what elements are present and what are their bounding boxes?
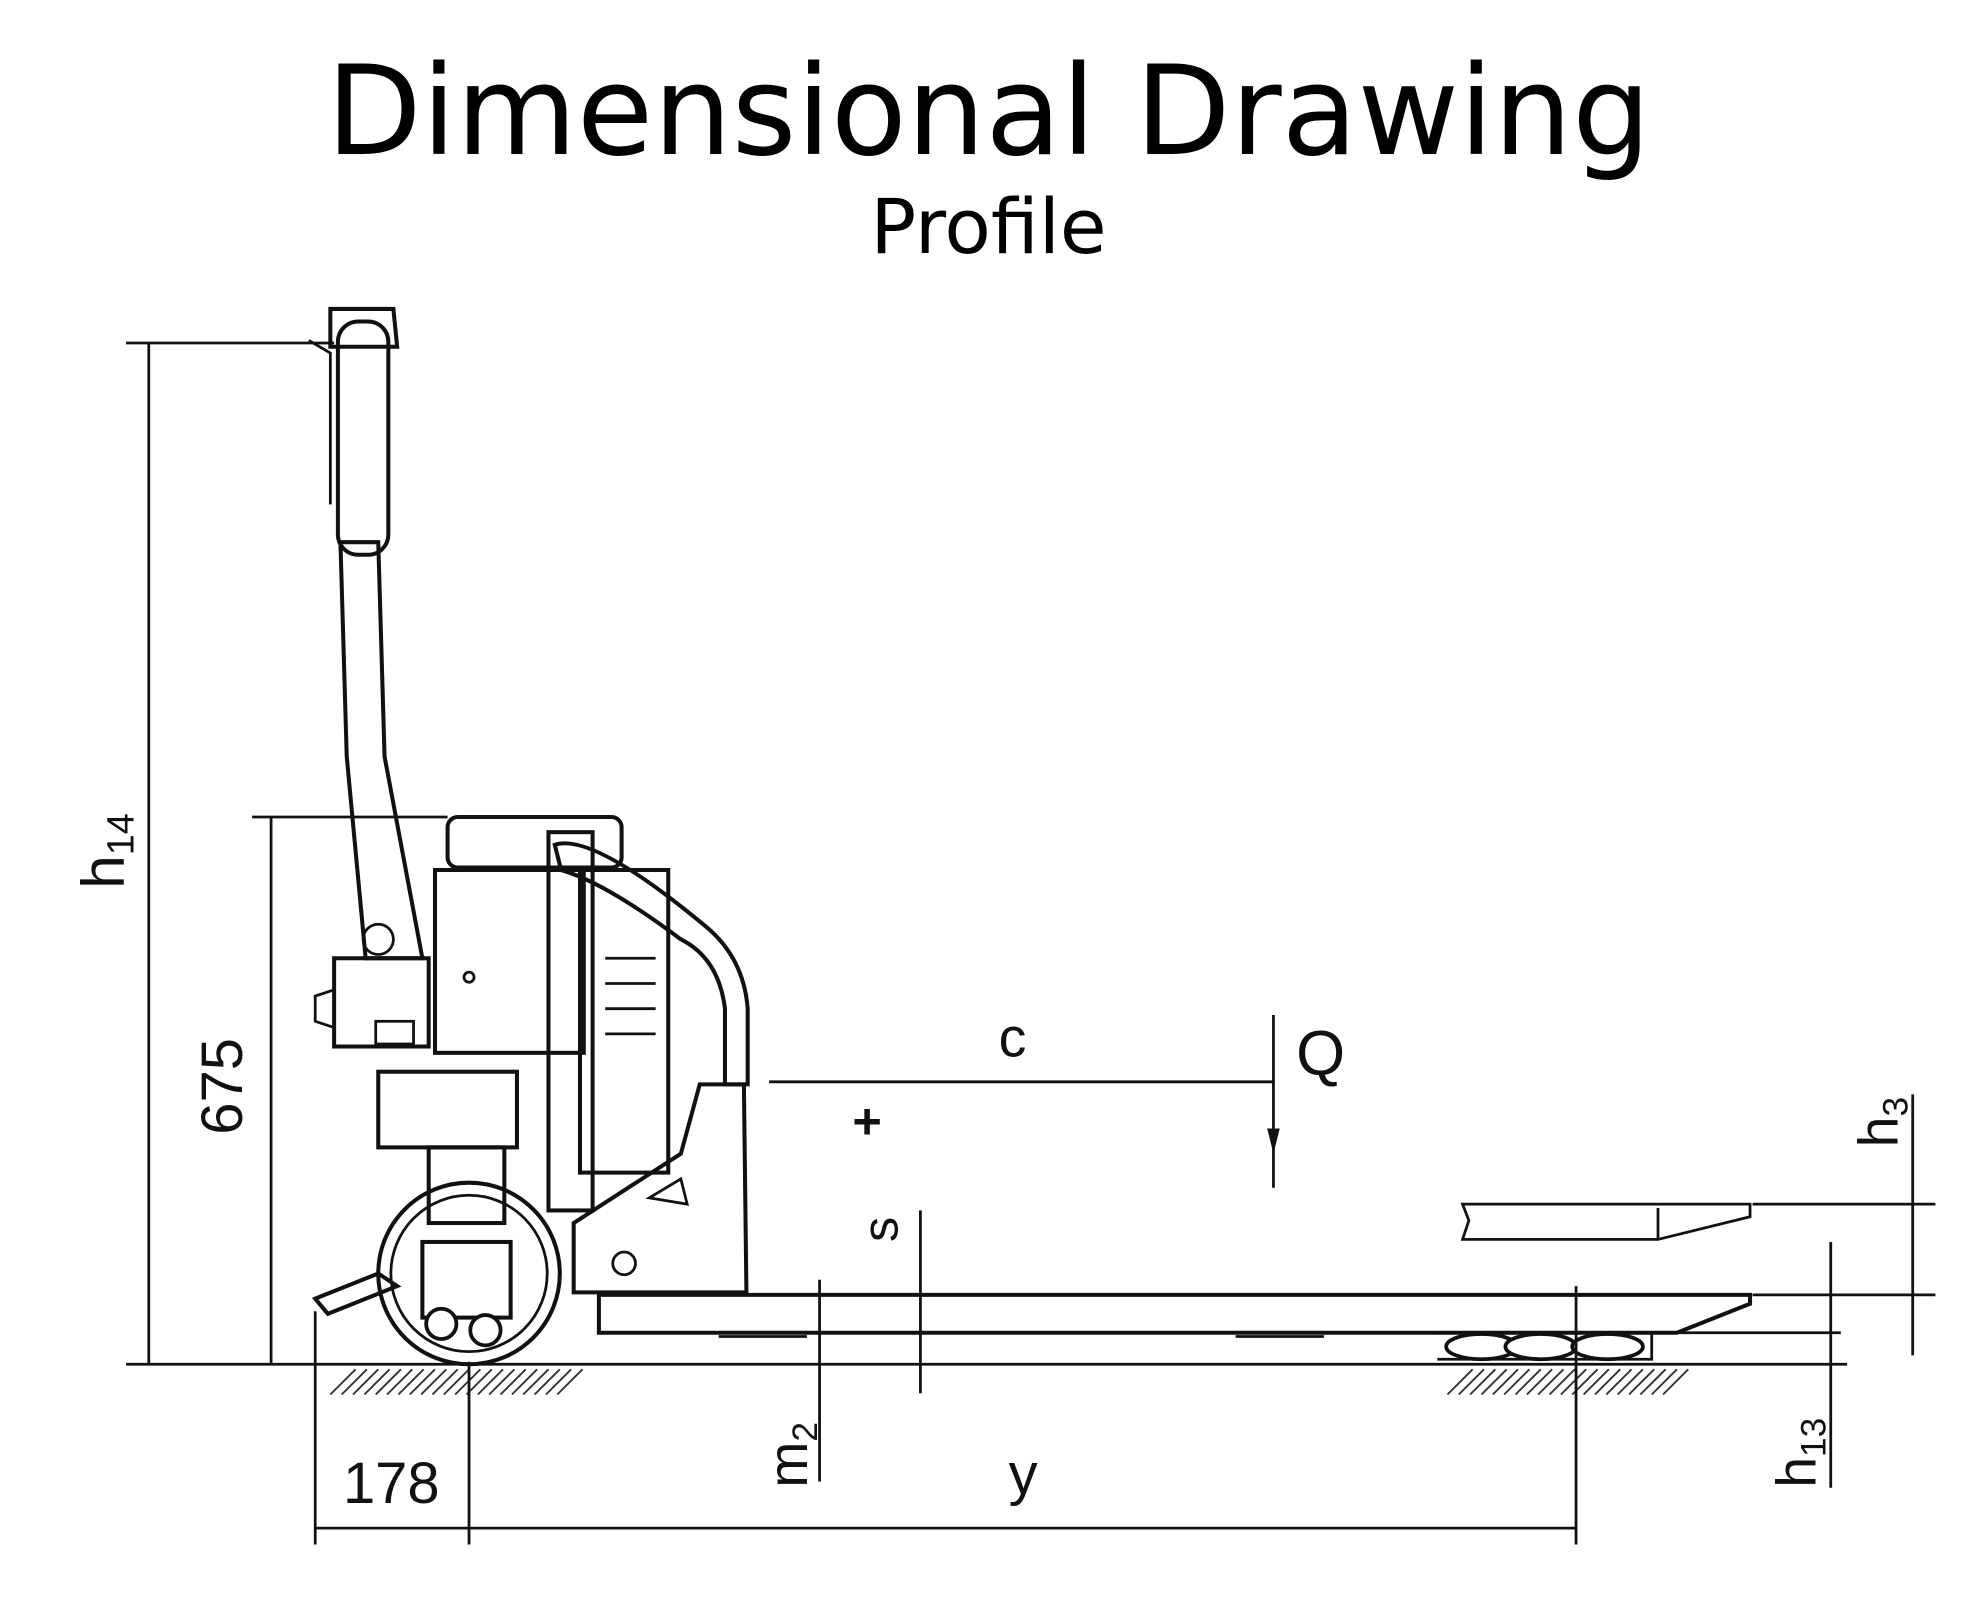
hatch-mark: [1560, 1368, 1587, 1396]
load-rollers: [1437, 1331, 1654, 1362]
hatch-mark: [386, 1368, 413, 1396]
tiller-handle: [308, 306, 431, 1049]
hatch-mark: [397, 1368, 425, 1396]
hatch-mark: [1594, 1368, 1621, 1396]
ground-hatching-left: [329, 1368, 584, 1396]
hatch-mark: [1446, 1368, 1474, 1396]
label-h14: h14: [69, 813, 143, 889]
label-178: 178: [343, 1452, 440, 1516]
hatch-mark: [375, 1368, 402, 1396]
hatch-mark: [556, 1368, 584, 1396]
label-s: s: [852, 1217, 909, 1242]
hatch-mark: [1526, 1368, 1553, 1396]
label-c: c: [999, 1007, 1027, 1069]
hatch-mark: [443, 1368, 470, 1396]
hatch-mark: [431, 1368, 459, 1396]
hatch-mark: [533, 1368, 561, 1396]
label-675: 675: [191, 1038, 255, 1135]
hatch-mark: [409, 1368, 436, 1396]
hatch-mark: [477, 1368, 504, 1396]
hatch-mark: [1492, 1368, 1519, 1396]
hatch-mark: [1651, 1368, 1678, 1396]
label-h13: h13: [1766, 1418, 1834, 1488]
hatch-mark: [1628, 1368, 1655, 1396]
label-Q: Q: [1296, 1018, 1345, 1088]
hatch-mark: [1469, 1368, 1497, 1396]
hatch-mark: [363, 1368, 391, 1396]
hatch-mark: [1514, 1368, 1542, 1396]
fork-lowered: [596, 1292, 1753, 1338]
hatch-mark: [1458, 1368, 1485, 1396]
steer-wheel: [311, 1180, 562, 1367]
hatch-mark: [1582, 1368, 1610, 1396]
fork-raised: [1460, 1202, 1752, 1241]
hatch-mark: [1616, 1368, 1644, 1396]
hatch-mark: [1662, 1368, 1689, 1396]
hatch-mark: [420, 1368, 448, 1396]
hatch-mark: [488, 1368, 516, 1396]
hatch-mark: [1605, 1368, 1633, 1396]
hatch-mark: [511, 1368, 538, 1396]
ground-line: [126, 1362, 1848, 1396]
hatch-mark: [1480, 1368, 1508, 1396]
label-y: y: [1009, 1443, 1038, 1507]
drawing-subtitle: Profile: [870, 182, 1107, 271]
hatch-mark: [1639, 1368, 1667, 1396]
dimension-lines: [126, 341, 1936, 1545]
hatch-mark: [352, 1368, 379, 1396]
hatch-mark: [522, 1368, 550, 1396]
hatch-mark: [545, 1368, 572, 1396]
label-m2: m2: [757, 1422, 825, 1488]
hatch-mark: [1548, 1368, 1576, 1396]
hatch-mark: [499, 1368, 527, 1396]
hatch-mark: [465, 1368, 493, 1396]
truck-body: [376, 815, 750, 1295]
center-of-gravity-plus: +: [852, 1093, 881, 1150]
label-h3: h3: [1848, 1097, 1916, 1148]
drawing-title: Dimensional Drawing: [326, 40, 1651, 184]
hatch-mark: [341, 1368, 368, 1396]
hatch-mark: [1503, 1368, 1531, 1396]
hatch-mark: [329, 1368, 357, 1396]
hatch-mark: [1537, 1368, 1565, 1396]
ground-hatching-right: [1446, 1368, 1689, 1396]
